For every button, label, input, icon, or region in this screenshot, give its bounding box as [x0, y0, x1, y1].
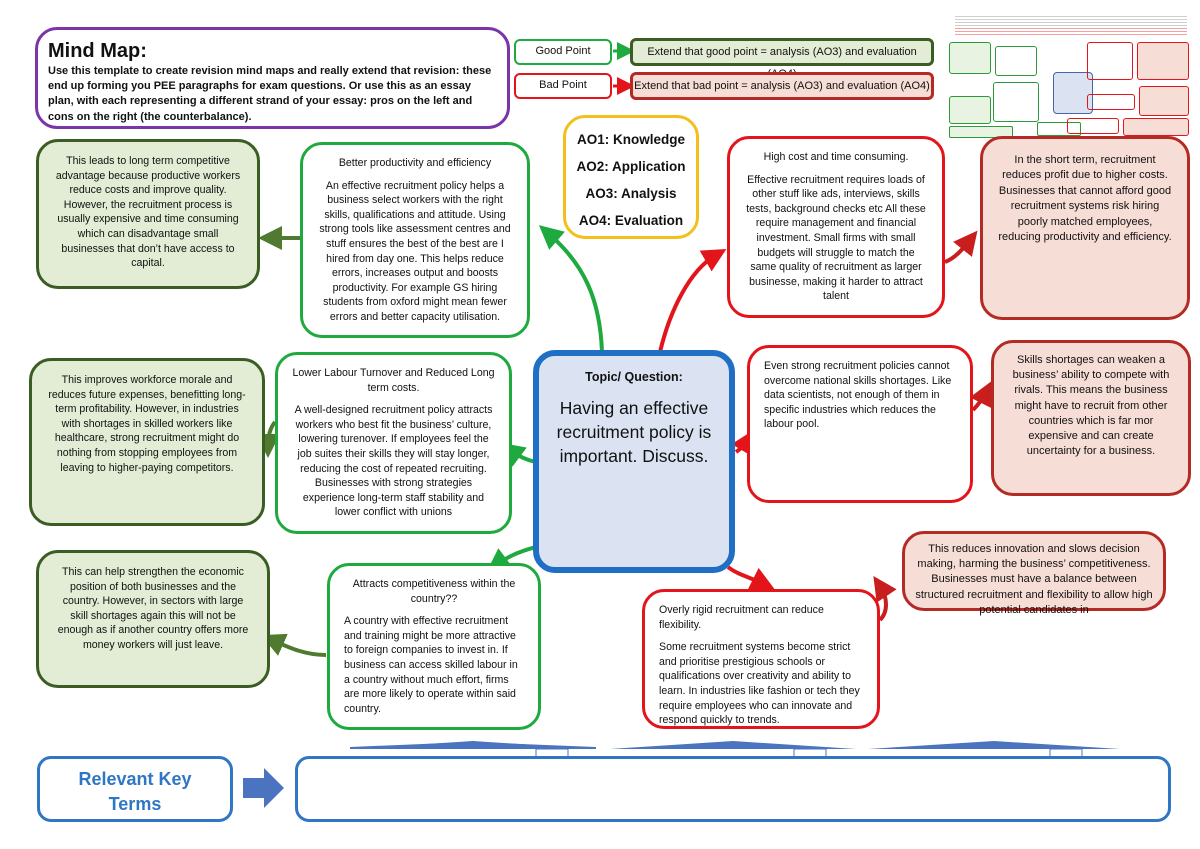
good-point-3: Attracts competitiveness within the coun…: [327, 563, 541, 730]
example-mindmap-thumbnail: [947, 14, 1192, 138]
good-point-1-title: Better productivity and efficiency: [338, 157, 492, 169]
good-point-3-body: A country with effective recruitment and…: [344, 615, 518, 715]
bad-1-extension-arrow: [944, 230, 978, 264]
center-to-bad-1-arrow: [658, 248, 727, 353]
bad-point-2: Even strong recruitment policies cannot …: [747, 345, 973, 503]
ao-item: AO4: Evaluation: [578, 213, 684, 228]
legend-bad-label: Bad Point: [514, 73, 612, 99]
key-terms-label: Relevant Key Terms: [78, 769, 192, 814]
legend-good-label: Good Point: [514, 39, 612, 65]
good-2-extension-arrow: [256, 420, 281, 458]
topic-label: Topic/ Question:: [585, 370, 683, 384]
legend-bad-extension: Extend that bad point = analysis (AO3) a…: [630, 72, 934, 100]
bad-point-1: High cost and time consuming. Effective …: [727, 136, 945, 318]
ao-item: AO1: Knowledge: [576, 132, 685, 147]
good-point-1-body: An effective recruitment policy helps a …: [319, 179, 511, 323]
ao-item: AO2: Application: [576, 159, 686, 174]
key-terms-label-box: Relevant Key Terms: [37, 756, 233, 822]
center-to-good-1-arrow: [538, 225, 604, 353]
ao-item: AO3: Analysis: [585, 186, 677, 201]
key-terms-content-box[interactable]: [295, 756, 1171, 822]
bad-point-1-title: High cost and time consuming.: [763, 151, 909, 163]
title-box: Mind Map: Use this template to create re…: [35, 27, 510, 129]
good-point-3-extension: This can help strengthen the economic po…: [36, 550, 270, 688]
bad-point-1-extension: In the short term, recruitment reduces p…: [980, 136, 1190, 320]
topic-question: Having an effective recruitment policy i…: [556, 398, 712, 466]
bad-point-2-extension: Skills shortages can weaken a business’ …: [991, 340, 1191, 496]
good-point-2-body: A well-designed recruitment policy attra…: [294, 404, 493, 519]
good-point-2-extension: This improves workforce morale and reduc…: [29, 358, 265, 526]
good-3-extension-arrow: [261, 633, 327, 657]
bad-point-1-body: Effective recruitment requires loads of …: [746, 173, 926, 303]
good-point-2: Lower Labour Turnover and Reduced Long t…: [275, 352, 512, 534]
page-description: Use this template to create revision min…: [48, 65, 492, 123]
bad-point-2-body: Even strong recruitment policies cannot …: [764, 360, 952, 431]
center-topic-box: Topic/ Question: Having an effective rec…: [533, 350, 735, 573]
good-point-1: Better productivity and efficiency An ef…: [300, 142, 530, 338]
bad-2-extension-arrow: [969, 381, 992, 412]
key-terms-up-arrows: [350, 741, 1120, 758]
good-point-1-extension: This leads to long term competitive adva…: [36, 139, 260, 289]
good-point-2-title: Lower Labour Turnover and Reduced Long t…: [292, 367, 495, 394]
legend-good-extension: Extend that good point = analysis (AO3) …: [630, 38, 934, 80]
bad-point-3-extension: This reduces innovation and slows decisi…: [902, 531, 1166, 616]
center-to-bad-3-arrow: [726, 565, 775, 590]
bad-point-3-body: Some recruitment systems become strict a…: [659, 641, 860, 727]
bad-3-extension-arrow: [873, 576, 897, 622]
good-point-3-title: Attracts competitiveness within the coun…: [352, 578, 516, 605]
bad-point-3: Overly rigid recruitment can reduce flex…: [642, 589, 880, 729]
bad-point-3-title: Overly rigid recruitment can reduce flex…: [659, 604, 824, 631]
key-terms-right-arrow: [243, 768, 284, 808]
page-title: Mind Map:: [48, 40, 147, 62]
assessment-objectives-box: AO1: Knowledge AO2: Application AO3: Ana…: [563, 115, 699, 239]
